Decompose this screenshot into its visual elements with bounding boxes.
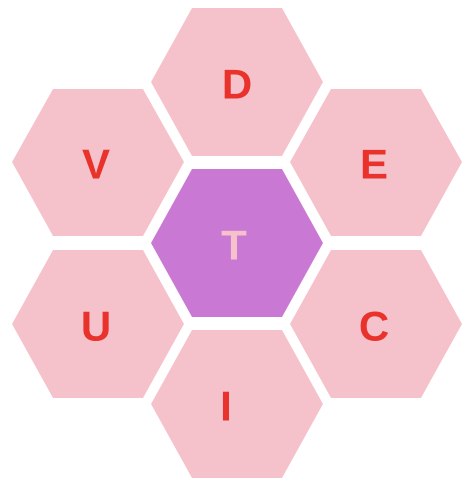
hex-center-shape[interactable] bbox=[151, 169, 323, 317]
hex-lower-right-shape[interactable] bbox=[290, 250, 462, 398]
hex-cell-upper-left[interactable]: V bbox=[12, 89, 184, 236]
hex-cell-center[interactable]: T bbox=[151, 169, 323, 317]
hex-cell-top[interactable]: D bbox=[151, 8, 323, 156]
hex-lower-left-shape[interactable] bbox=[12, 250, 184, 398]
hex-top-shape[interactable] bbox=[151, 8, 323, 156]
hex-upper-right-shape[interactable] bbox=[290, 89, 462, 236]
hex-cell-bottom[interactable]: I bbox=[151, 330, 323, 478]
hex-bottom-shape[interactable] bbox=[151, 330, 323, 478]
hex-cell-upper-right[interactable]: E bbox=[290, 89, 462, 236]
hex-cell-lower-right[interactable]: C bbox=[290, 250, 462, 398]
hex-cell-lower-left[interactable]: U bbox=[12, 250, 184, 398]
hex-upper-left-shape[interactable] bbox=[12, 89, 184, 236]
